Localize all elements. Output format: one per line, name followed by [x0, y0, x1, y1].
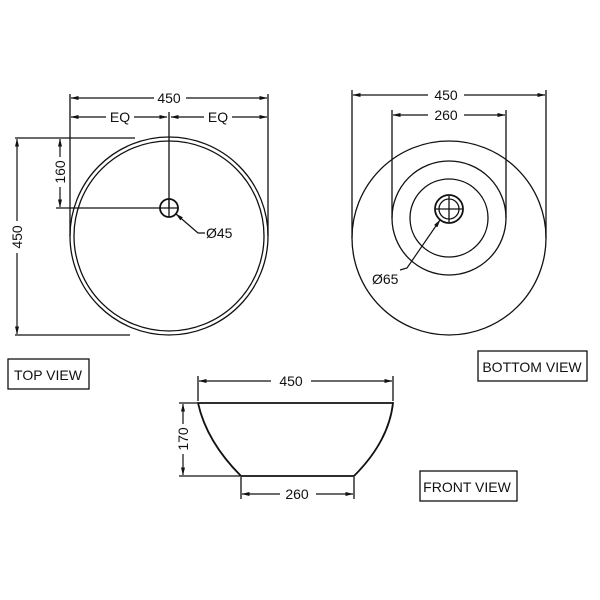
front-view-label-text: FRONT VIEW: [423, 479, 511, 495]
front-base-dimension: 260: [241, 485, 354, 503]
eq-dimensions: EQ EQ: [70, 108, 268, 126]
bottom-view-inner-ring: [409, 178, 489, 258]
bottom-drain-diameter-text: Ø65: [372, 271, 399, 287]
front-top-width-dimension: 450: [198, 372, 393, 390]
bottom-view-label-text: BOTTOM VIEW: [482, 359, 582, 375]
top-view-label: TOP VIEW: [7, 358, 90, 390]
front-height-text: 170: [175, 427, 191, 451]
bottom-base-text: 260: [434, 107, 458, 123]
bottom-width-text: 450: [434, 87, 458, 103]
front-view-basin-profile: [196, 402, 395, 477]
front-top-width-text: 450: [279, 373, 303, 389]
top-view: 450 EQ EQ 160 450: [7, 89, 269, 390]
eq-right-text: EQ: [208, 109, 228, 125]
top-drain: Ø45: [159, 198, 233, 241]
drain-offset-dimension: 160: [51, 138, 69, 208]
top-drain-diameter-text: Ø45: [206, 225, 233, 241]
drain-offset-text: 160: [52, 160, 68, 184]
front-view: 450 170 260 FRONT VIEW: [174, 372, 518, 503]
top-width-dimension: 450: [70, 89, 268, 107]
bottom-drain: Ø65: [372, 194, 464, 287]
top-depth-text: 450: [9, 225, 25, 249]
bottom-base-dimension: 260: [392, 106, 506, 124]
bottom-width-dimension: 450: [352, 86, 546, 104]
eq-left-text: EQ: [110, 109, 130, 125]
bottom-view-label: BOTTOM VIEW: [477, 350, 588, 382]
bottom-view-outer-rim: [351, 140, 547, 336]
top-view-label-text: TOP VIEW: [14, 367, 83, 383]
front-view-label: FRONT VIEW: [419, 470, 518, 502]
top-depth-dimension: 450: [8, 138, 26, 335]
top-width-text: 450: [157, 90, 181, 106]
front-height-dimension: 170: [174, 403, 192, 476]
bottom-view: 450 260 Ø65 BOTTOM VIEW: [351, 86, 588, 382]
front-base-text: 260: [285, 486, 309, 502]
